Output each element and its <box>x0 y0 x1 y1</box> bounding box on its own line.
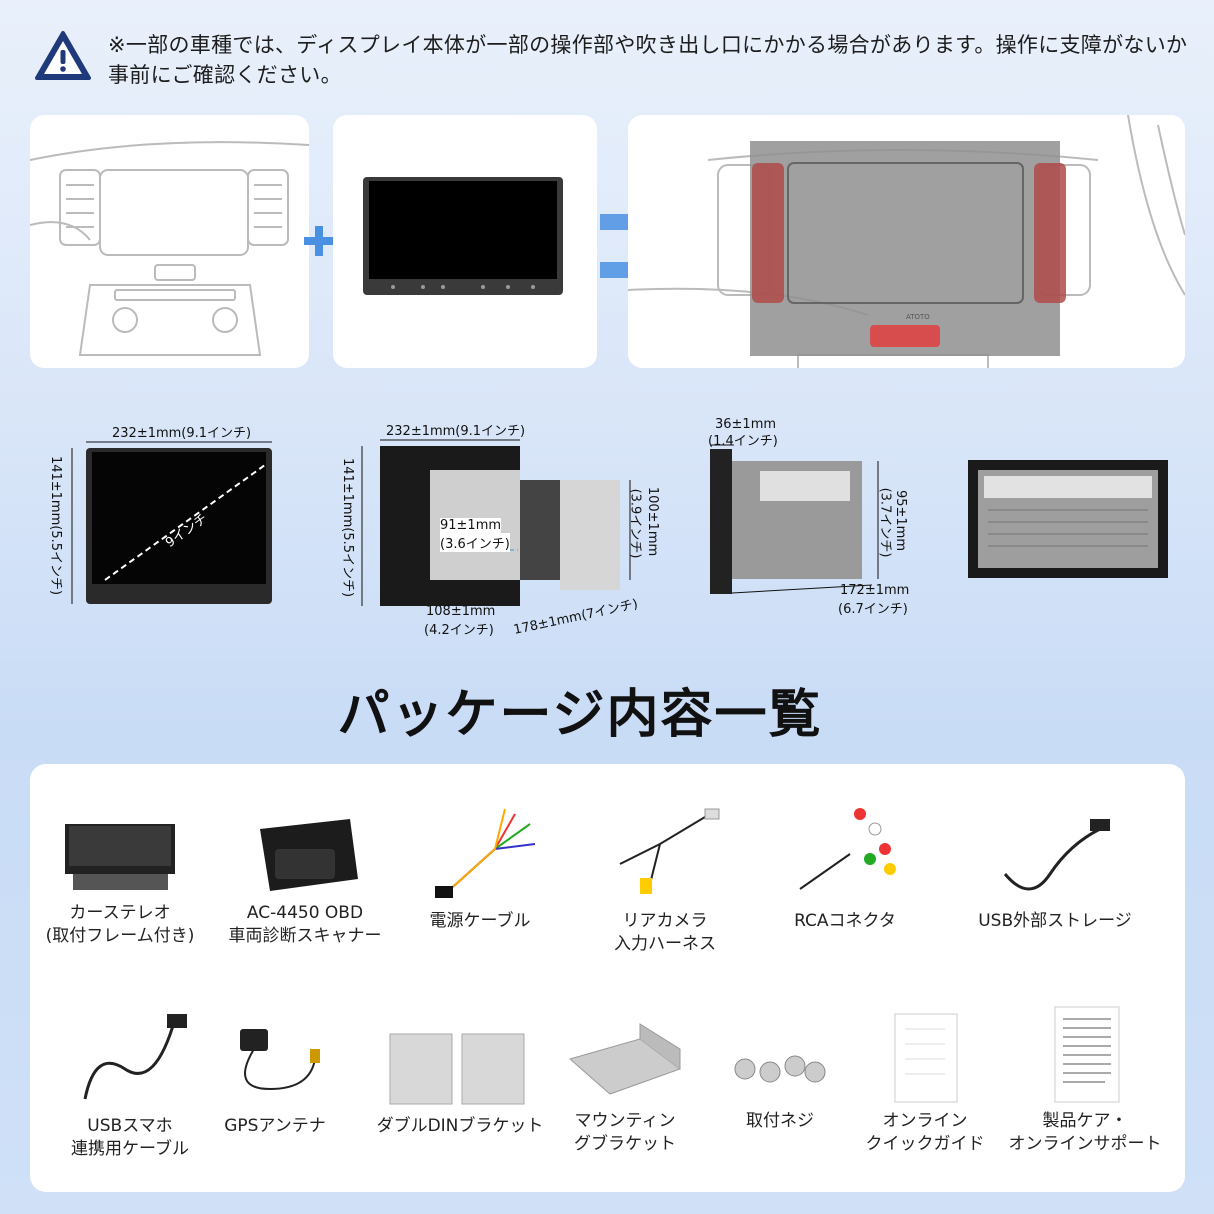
item-gps-antenna: GPSアンテナ <box>180 1019 370 1138</box>
item-power-cable: 電源ケーブル <box>385 804 575 933</box>
item-label: AC-4450 OBD 車両診断スキャナー <box>228 903 382 946</box>
item-usb-storage: USB外部ストレージ <box>960 804 1150 933</box>
front-width-label: 232±1mm(9.1インチ) <box>112 426 252 441</box>
head-unit-image <box>333 115 597 368</box>
item-mounting-bracket: マウンティン グブラケット <box>530 1019 720 1156</box>
usb-phone-cable-icon <box>83 1014 187 1100</box>
fitment-image: ATOTO <box>628 115 1185 368</box>
camera-harness-icon <box>619 808 720 894</box>
item-label: 製品ケア・ オンラインサポート <box>1008 1111 1162 1154</box>
side-dimension-diagram: 36±1mm (1.4インチ) 95±1mm (3.7インチ) 172±1mm … <box>700 415 920 625</box>
plus-icon <box>300 222 338 260</box>
din-bracket-icon <box>389 1033 525 1105</box>
bracket-bottom-label: 108±1mm <box>426 604 496 619</box>
item-screws: 取付ネジ <box>685 1034 875 1133</box>
item-label: リアカメラ 入力ハーネス <box>614 911 716 954</box>
item-obd-scanner: AC-4450 OBD 車両診断スキャナー <box>210 809 400 948</box>
item-rca-connector: RCAコネクタ <box>750 794 940 933</box>
side-bottom-label: 172±1mm <box>840 583 910 598</box>
item-label: 取付ネジ <box>746 1111 814 1131</box>
dashboard-image <box>30 115 309 368</box>
bracket-bottom-inch-label: (4.2インチ) <box>424 623 494 638</box>
item-label: USBスマホ 連携用ケーブル <box>71 1116 189 1159</box>
bracket-right-height-inch-label: (3.9インチ) <box>627 488 643 559</box>
item-support-doc: 製品ケア・ オンラインサポート <box>990 1004 1180 1156</box>
rear-view-image <box>968 460 1168 578</box>
obd-scanner-icon <box>260 819 358 891</box>
side-top-label: 36±1mm <box>715 417 777 432</box>
item-label: USB外部ストレージ <box>978 911 1132 931</box>
side-bottom-inch-label: (6.7インチ) <box>838 602 908 617</box>
item-label: オンライン クイックガイド <box>865 1111 985 1154</box>
warning-text: ※一部の車種では、ディスプレイ本体が一部の操作部や吹き出し口にかかる場合がありま… <box>108 33 1188 87</box>
item-label: RCAコネクタ <box>794 911 896 931</box>
item-label: GPSアンテナ <box>224 1116 326 1136</box>
item-usb-phone-cable: USBスマホ 連携用ケーブル <box>35 1009 225 1161</box>
mounting-bracket-icon <box>568 1023 682 1095</box>
usb-cable-icon <box>1003 819 1110 891</box>
bracket-height-label: 141±1mm(5.5インチ) <box>340 457 356 598</box>
bracket-inner-width-inch-label: (3.6インチ) <box>440 533 510 552</box>
brand-label: ATOTO <box>906 313 930 321</box>
front-dimension-diagram: 232±1mm(9.1インチ) 141±1mm(5.5インチ) 9インチ <box>48 420 290 620</box>
warning-triangle-icon <box>35 31 91 80</box>
side-right-inch-label: (3.7インチ) <box>877 487 893 558</box>
item-car-stereo: カーステレオ (取付フレーム付き) <box>25 816 215 948</box>
item-din-bracket: ダブルDINブラケット <box>360 1024 560 1138</box>
item-label: ダブルDINブラケット <box>376 1116 544 1136</box>
bracket-inner-width-label: 91±1mm <box>440 518 502 533</box>
power-cable-icon <box>435 808 536 898</box>
side-top-inch-label: (1.4インチ) <box>708 434 778 449</box>
item-label: 電源ケーブル <box>429 911 531 931</box>
car-stereo-icon <box>65 824 175 890</box>
support-doc-icon <box>1054 1006 1120 1103</box>
item-quick-guide: オンライン クイックガイド <box>830 1009 1020 1156</box>
package-title: パッケージ内容一覧 <box>337 685 823 745</box>
item-label: カーステレオ (取付フレーム付き) <box>45 903 195 946</box>
item-camera-harness: リアカメラ 入力ハーネス <box>570 804 760 956</box>
bracket-right-height-label: 100±1mm <box>645 486 661 557</box>
quick-guide-icon <box>894 1013 958 1103</box>
package-panel: カーステレオ (取付フレーム付き) AC-4450 OBD 車両診断スキャナー … <box>30 764 1185 1192</box>
item-label: マウンティン グブラケット <box>574 1111 676 1154</box>
rca-connector-icon <box>799 808 896 890</box>
bracket-width-label: 232±1mm(9.1インチ) <box>386 424 526 439</box>
front-height-label: 141±1mm(5.5インチ) <box>48 455 64 596</box>
bracket-dimension-diagram: 232±1mm(9.1インチ) 141±1mm(5.5インチ) 91±1mm (… <box>340 420 670 640</box>
screws-icon <box>734 1055 826 1083</box>
gps-antenna-icon <box>240 1029 320 1091</box>
